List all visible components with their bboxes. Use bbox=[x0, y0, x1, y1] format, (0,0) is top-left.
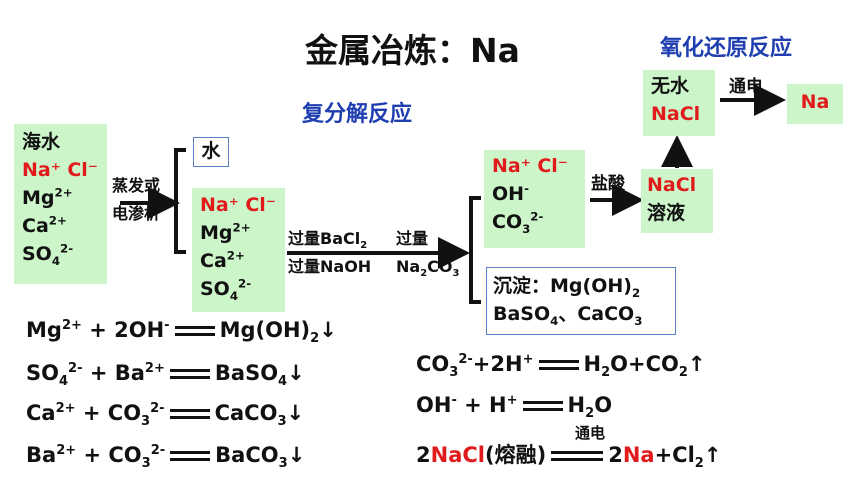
bracket-split-2 bbox=[469, 196, 481, 304]
equals-sign bbox=[169, 409, 210, 419]
box-nacl-solution: NaCl 溶液 bbox=[641, 169, 713, 233]
sodium-symbol: Na bbox=[800, 91, 830, 113]
label-electrolysis: 通电 bbox=[729, 77, 763, 97]
label-excess-naoh: 过量NaOH bbox=[288, 257, 372, 276]
seawater-label: 海水 bbox=[22, 131, 61, 153]
equals-sign bbox=[169, 369, 210, 379]
equation-mg: Mg2+ + 2OH-Mg(OH)2↓ bbox=[26, 318, 337, 347]
label-double-decomposition: 复分解反应 bbox=[302, 102, 413, 127]
equation-co3-acid: CO32-+2H+H2O+CO2↑ bbox=[416, 352, 706, 381]
final-state: (熔融) bbox=[484, 443, 547, 467]
equals-sign bbox=[538, 360, 579, 370]
box-filtrate: Na⁺ Cl⁻ OH- CO32- bbox=[484, 150, 585, 248]
label-redox: 氧化还原反应 bbox=[660, 36, 793, 61]
label-excess-bacl2: 过量BaCl2 bbox=[288, 229, 368, 252]
final-condition: 通电 bbox=[575, 424, 606, 442]
equals-sign bbox=[170, 451, 211, 461]
seawater-ca: Ca2+ bbox=[22, 213, 67, 237]
label-na2co3: Na2CO3 bbox=[396, 257, 460, 280]
filtrate-oh: OH- bbox=[492, 181, 529, 205]
seawater-mg: Mg2+ bbox=[22, 185, 73, 209]
filtrate-co3: CO32- bbox=[492, 209, 544, 236]
concentrate-so4: SO42- bbox=[200, 276, 252, 303]
box-anhydrous-nacl: 无水 NaCl bbox=[643, 70, 715, 136]
final-nacl: NaCl bbox=[430, 443, 485, 467]
final-na: Na bbox=[622, 443, 655, 467]
bracket-split-1 bbox=[174, 148, 186, 254]
equation-neutralization: OH- + H+H2O bbox=[416, 393, 613, 422]
equation-ca: Ca2+ + CO32-CaCO3↓ bbox=[26, 401, 305, 430]
concentrate-mg: Mg2+ bbox=[200, 220, 251, 244]
nacl-solution-label: 溶液 bbox=[647, 202, 686, 224]
label-evaporate: 蒸发或 bbox=[112, 176, 161, 195]
page-title: 金属冶炼：Na bbox=[305, 31, 520, 70]
box-water: 水 bbox=[193, 137, 229, 167]
equation-electrolysis: 2NaCl(熔融)2Na+Cl2↑ bbox=[416, 441, 722, 472]
equals-sign bbox=[174, 326, 215, 336]
box-concentrate: Na⁺ Cl⁻ Mg2+ Ca2+ SO42- bbox=[192, 188, 285, 312]
concentrate-na-cl: Na⁺ Cl⁻ bbox=[200, 194, 276, 216]
final-coef: 2 bbox=[416, 443, 431, 467]
box-precipitate: 沉淀：Mg(OH)2 BaSO4、CaCO3 bbox=[486, 267, 676, 335]
label-electrodialysis: 电渗析 bbox=[112, 204, 161, 223]
precipitate-line2: BaSO4、CaCO3 bbox=[493, 303, 643, 328]
box-seawater: 海水 Na⁺ Cl⁻ Mg2+ Ca2+ SO42- bbox=[14, 124, 107, 284]
equals-sign bbox=[522, 401, 563, 411]
filtrate-na-cl: Na⁺ Cl⁻ bbox=[492, 155, 568, 177]
label-excess: 过量 bbox=[396, 229, 429, 248]
anhydrous-formula: NaCl bbox=[651, 103, 701, 125]
seawater-so4: SO42- bbox=[22, 241, 74, 268]
seawater-na-cl: Na⁺ Cl⁻ bbox=[22, 159, 98, 181]
equation-so4: SO42- + Ba2+BaSO4↓ bbox=[26, 361, 305, 390]
anhydrous-label: 无水 bbox=[651, 75, 690, 97]
box-sodium: Na bbox=[787, 84, 843, 124]
final-coef2: 2 bbox=[608, 443, 623, 467]
nacl-solution-formula: NaCl bbox=[647, 174, 697, 196]
concentrate-ca: Ca2+ bbox=[200, 248, 245, 272]
label-hcl: 盐酸 bbox=[591, 174, 625, 194]
equation-ba: Ba2+ + CO32-BaCO3↓ bbox=[26, 443, 306, 472]
equals-sign bbox=[551, 451, 604, 461]
final-tail: +Cl2↑ bbox=[654, 443, 722, 472]
precipitate-line1: 沉淀：Mg(OH)2 bbox=[493, 275, 641, 300]
